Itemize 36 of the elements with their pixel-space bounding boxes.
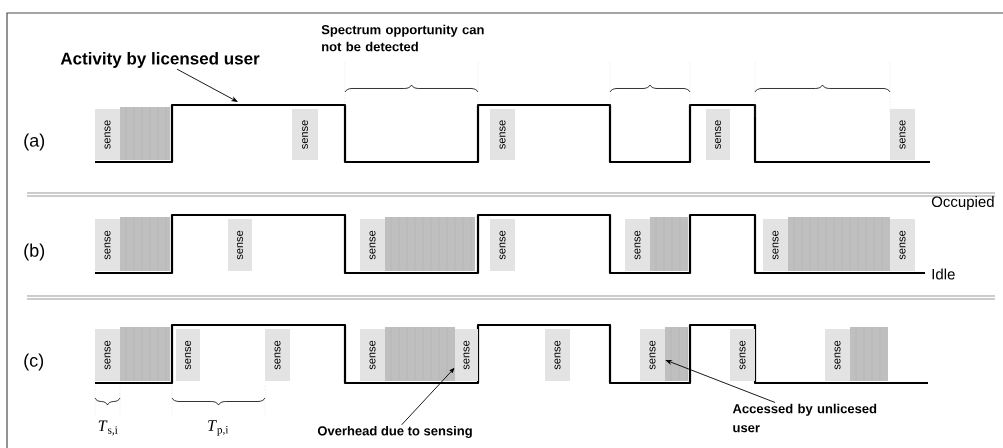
duration-label: T$_{p,i}$ bbox=[208, 420, 229, 436]
leader-line bbox=[176, 68, 238, 102]
sense-box: sense bbox=[890, 219, 915, 271]
sense-box: sense bbox=[706, 109, 730, 160]
sense-box: sense bbox=[176, 329, 200, 381]
annotation-text: Spectrum opportunity can not be detected bbox=[321, 24, 484, 52]
panel-label: (b) bbox=[24, 243, 45, 261]
sense-box: sense bbox=[292, 109, 318, 160]
level-label: Occupied bbox=[931, 196, 994, 210]
callout-text: Accessed by unlicesed user bbox=[732, 403, 877, 433]
node-label: sense bbox=[185, 340, 192, 370]
sense-box: sense bbox=[625, 219, 650, 271]
sense-box: sense bbox=[360, 219, 385, 271]
sense-box: sense bbox=[730, 329, 755, 381]
sense-box: sense bbox=[490, 219, 515, 271]
sense-box: sense bbox=[95, 109, 120, 160]
level-label: Idle bbox=[932, 268, 955, 280]
sense-box: sense bbox=[455, 329, 478, 381]
callout-text: Overhead due to sensing bbox=[317, 425, 472, 439]
sense-box: sense bbox=[95, 219, 120, 271]
sense-box: sense bbox=[490, 109, 515, 160]
callout-text: Activity by licensed user bbox=[60, 52, 260, 68]
sense-box: sense bbox=[763, 219, 788, 271]
sense-box: sense bbox=[228, 219, 252, 271]
sense-box: sense bbox=[265, 329, 290, 381]
sense-box: sense bbox=[360, 329, 385, 381]
sense-box: sense bbox=[890, 109, 915, 160]
sense-box: sense bbox=[545, 329, 570, 381]
sense-box: sense bbox=[95, 329, 120, 381]
panel-label: (a) bbox=[24, 133, 45, 151]
sense-box: sense bbox=[825, 329, 850, 381]
leader-line bbox=[665, 359, 776, 403]
duration-label: T$_{s,i}$ bbox=[98, 420, 118, 436]
leader-line bbox=[401, 368, 455, 426]
sense-box: sense bbox=[640, 329, 665, 381]
panel-label: (c) bbox=[24, 353, 44, 371]
